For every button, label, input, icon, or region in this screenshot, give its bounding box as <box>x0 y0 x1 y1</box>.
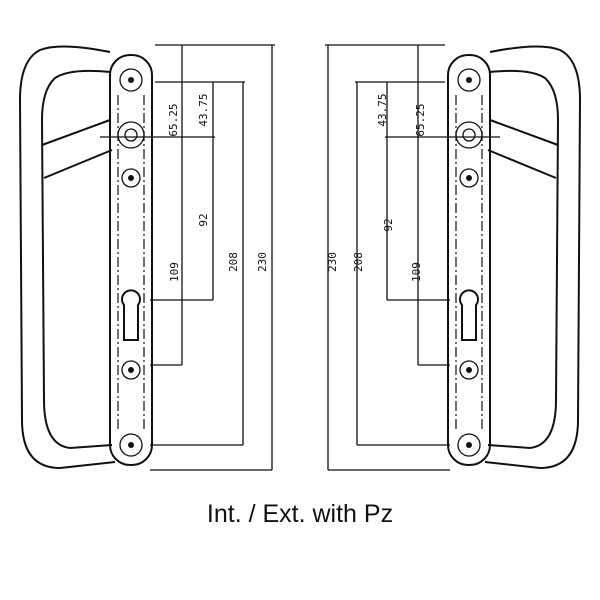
dim-92: 92 <box>382 218 395 231</box>
dim-109: 109 <box>168 262 181 282</box>
dim-230: 230 <box>256 252 269 272</box>
dim-208: 208 <box>352 252 365 272</box>
dim-230: 230 <box>326 252 339 272</box>
dim-65-25: 65.25 <box>167 103 180 136</box>
dim-109: 109 <box>410 262 423 282</box>
dim-92: 92 <box>197 213 210 226</box>
left-dimension-labels: 65.25 43.75 92 109 208 230 <box>167 93 269 282</box>
dim-43-75: 43.75 <box>197 93 210 126</box>
dim-65-25: 65.25 <box>414 103 427 136</box>
caption: Int. / Ext. with Pz <box>206 500 394 528</box>
dim-43-75: 43.75 <box>376 93 389 126</box>
dim-208: 208 <box>227 252 240 272</box>
right-dimension-labels: 65.25 43.75 92 109 208 230 <box>326 93 427 282</box>
